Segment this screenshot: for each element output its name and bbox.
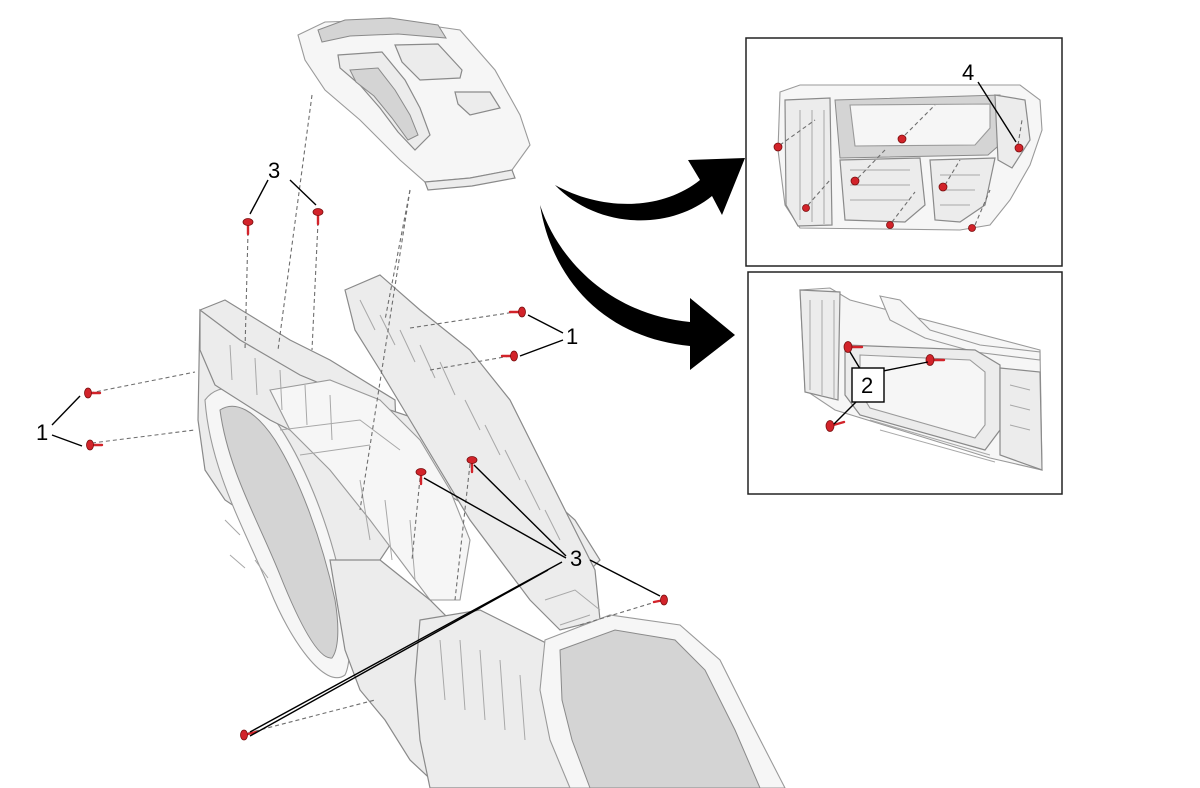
screw-icon	[652, 594, 668, 606]
curved-arrow-icon	[540, 205, 735, 370]
curved-arrow-icon	[555, 158, 745, 221]
callout-1-left: 1	[36, 420, 48, 445]
screw-icon	[825, 420, 846, 432]
screw-icon	[312, 208, 324, 226]
callout-2-box	[851, 367, 885, 403]
screw-icon	[968, 224, 976, 232]
callout-3-top: 3	[268, 158, 280, 183]
detail-view-bottom	[747, 271, 1063, 495]
screw-icon	[850, 176, 860, 186]
screw-icon	[773, 142, 783, 152]
callout-4: 4	[962, 60, 974, 85]
screw-icon	[938, 182, 948, 192]
screw-icon	[508, 306, 526, 318]
callout-3-bottom: 3	[570, 546, 582, 571]
callout-2: 2	[861, 373, 873, 398]
detail-view-top	[745, 37, 1063, 267]
screw-icon	[886, 221, 894, 229]
screw-icon	[466, 456, 478, 474]
screw-icon	[415, 468, 427, 486]
shift-bezel	[297, 17, 531, 191]
screw-icon	[843, 341, 864, 353]
console-body	[197, 274, 786, 788]
screw-icon	[925, 354, 946, 366]
screw-icon	[86, 439, 104, 451]
callout-leaders-main	[51, 179, 661, 737]
callout-1-right: 1	[566, 324, 578, 349]
screw-icon	[1014, 143, 1024, 153]
screw-icon	[242, 218, 254, 236]
screw-icon	[240, 729, 258, 741]
screw-icon	[84, 387, 102, 399]
screw-icon	[500, 350, 518, 362]
assembly-lines	[89, 94, 663, 734]
screws-main	[84, 208, 668, 741]
screw-icon	[802, 204, 810, 212]
screw-icon	[897, 134, 907, 144]
